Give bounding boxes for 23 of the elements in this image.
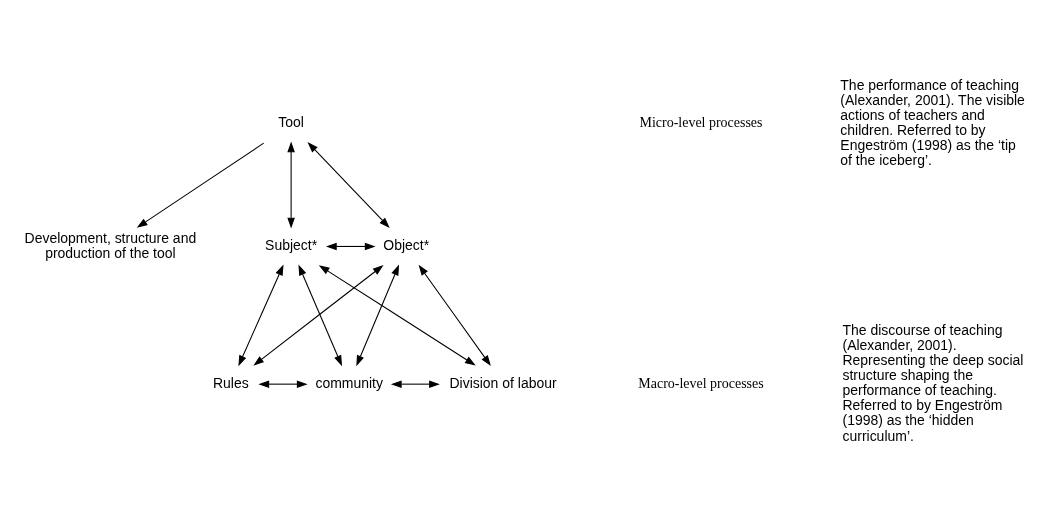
arrow [356, 264, 400, 367]
arrow [318, 265, 476, 366]
arrow [307, 142, 390, 229]
arrow [390, 380, 440, 388]
node-text: Object* [383, 237, 430, 254]
arrow [258, 380, 308, 388]
arrow [298, 264, 342, 367]
label: Macro-level processes [638, 375, 764, 391]
node-text: Subject* [265, 237, 318, 254]
label: The performance of teaching (Alexander, 2001). The visible actions of teachers and children. Referred to by Engeström (1998) as the ‘tip of the iceberg’. [840, 76, 1025, 169]
arrow [238, 264, 284, 367]
arrow [253, 265, 384, 366]
node-text: Development, structure and production of the tool [24, 229, 197, 261]
label: Micro-level processes [639, 115, 763, 131]
node-text: Tool [278, 114, 304, 131]
node-text: Division of labour [449, 374, 557, 391]
arrow [136, 142, 265, 228]
arrow [325, 242, 376, 251]
node-text: community [315, 374, 383, 391]
node-text: Rules [213, 374, 249, 391]
arrow [287, 141, 295, 229]
arrow [418, 264, 491, 367]
label: The discourse of teaching (Alexander, 2001). Representing the deep social structure shaping the performance of teaching. Referred to by Engeström (1998) as the ‘hidden curriculum’. [842, 322, 1024, 444]
